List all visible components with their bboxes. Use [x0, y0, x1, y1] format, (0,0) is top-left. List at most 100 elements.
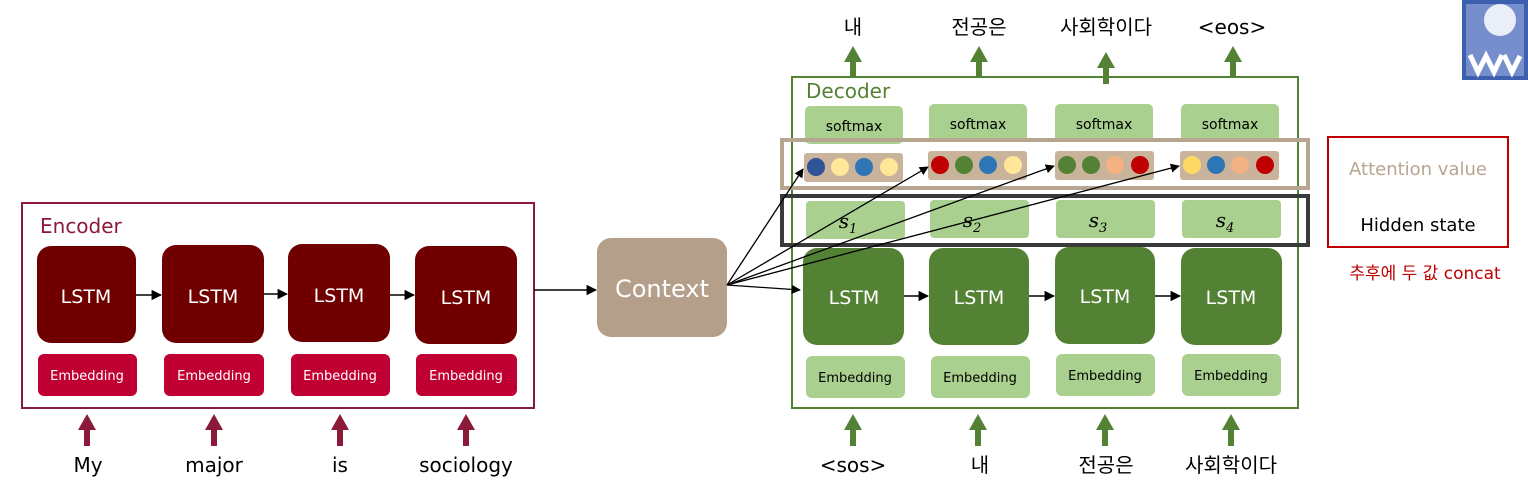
svg-text:softmax: softmax	[826, 119, 883, 135]
decoder-lstm-1: LSTM	[803, 248, 904, 345]
decoder-embedding-4: Embedding	[1182, 354, 1281, 396]
decoder-output-word-1: 내	[844, 15, 862, 39]
svg-text:s1: s1	[839, 209, 858, 237]
attention-dot	[855, 158, 873, 176]
attention-dot	[1183, 156, 1201, 174]
encoder-input-arrow-4	[457, 414, 475, 446]
decoder-embedding-1: Embedding	[806, 356, 905, 398]
decoder-input-word-4: 사회학이다	[1185, 453, 1277, 477]
decoder-embedding-3: Embedding	[1056, 354, 1155, 396]
decoder-hidden-state-4: s4	[1182, 200, 1281, 238]
decoder-output-arrow-4	[1224, 46, 1242, 78]
attention-dot	[807, 158, 825, 176]
svg-text:Embedding: Embedding	[1068, 369, 1142, 384]
decoder-lstm-4: LSTM	[1181, 248, 1282, 345]
encoder-input-word-2: major	[185, 453, 244, 477]
encoder-lstm-2: LSTM	[162, 245, 264, 343]
encoder-lstm-4: LSTM	[415, 246, 517, 344]
attention-dot	[955, 156, 973, 174]
decoder-softmax-3: softmax	[1055, 104, 1153, 142]
decoder-output-word-2: 전공은	[951, 15, 1006, 39]
attention-dot	[880, 158, 898, 176]
svg-text:LSTM: LSTM	[829, 287, 880, 309]
attention-dot	[1256, 156, 1274, 174]
encoder-title: Encoder	[40, 214, 123, 238]
encoder-input-arrow-2	[205, 414, 223, 446]
attention-value-frame	[780, 138, 1310, 190]
svg-text:LSTM: LSTM	[954, 287, 1005, 309]
decoder-output-arrow-3	[1097, 52, 1115, 84]
svg-text:Embedding: Embedding	[177, 369, 251, 384]
svg-text:LSTM: LSTM	[314, 285, 365, 307]
encoder: Encoder LSTM LSTM LSTM LSTM Embedding	[21, 202, 535, 477]
encoder-input-word-3: is	[332, 453, 348, 477]
decoder-input-word-1: <sos>	[820, 453, 887, 477]
decoder-lstm-2: LSTM	[929, 248, 1029, 345]
corner-logo	[1462, 0, 1528, 80]
svg-text:Embedding: Embedding	[50, 369, 124, 384]
attention-vector-4	[1180, 151, 1279, 180]
decoder-input-arrow-3	[1096, 414, 1114, 446]
attention-dot	[831, 158, 849, 176]
decoder-output-word-3: 사회학이다	[1060, 15, 1152, 39]
decoder-output-arrow-2	[970, 46, 988, 78]
legend-note: 추후에 두 값 concat	[1349, 264, 1501, 284]
encoder-embedding-1: Embedding	[38, 354, 137, 396]
context-to-decoder-arrows	[726, 163, 1180, 294]
decoder-output-word-4: <eos>	[1198, 15, 1266, 39]
encoder-embedding-3: Embedding	[291, 354, 390, 396]
attention-dot	[1058, 156, 1076, 174]
attention-dot	[931, 156, 949, 174]
svg-text:Embedding: Embedding	[818, 371, 892, 386]
legend-attention-label: Attention value	[1349, 159, 1487, 180]
svg-text:s2: s2	[963, 208, 982, 236]
attention-vector-1	[804, 153, 903, 182]
attention-vector-2	[928, 151, 1027, 180]
hidden-state-frame	[780, 194, 1310, 247]
attention-dot	[1082, 156, 1100, 174]
decoder-hidden-state-1: s1	[806, 201, 905, 239]
encoder-frame	[21, 202, 535, 409]
svg-text:softmax: softmax	[950, 117, 1007, 133]
svg-text:Embedding: Embedding	[943, 371, 1017, 386]
decoder-output-arrow-1	[844, 46, 862, 78]
svg-text:s3: s3	[1089, 208, 1108, 236]
svg-text:Embedding: Embedding	[429, 369, 503, 384]
decoder-softmax-2: softmax	[929, 104, 1027, 142]
encoder-input-arrow-1	[78, 414, 96, 446]
decoder-input-word-2: 내	[971, 453, 989, 477]
decoder-input-arrow-1	[844, 414, 862, 446]
attention-dot	[1207, 156, 1225, 174]
legend-frame	[1327, 136, 1509, 248]
decoder-softmax-1: softmax	[805, 106, 903, 144]
legend-hidden-label: Hidden state	[1360, 215, 1475, 236]
encoder-embedding-4: Embedding	[416, 354, 517, 396]
context-label: Context	[615, 275, 709, 303]
context-box: Context	[597, 238, 727, 337]
legend: Attention value Hidden state 추후에 두 값 con…	[1327, 136, 1509, 284]
decoder-embedding-2: Embedding	[931, 356, 1030, 398]
decoder-title: Decoder	[806, 79, 891, 103]
decoder-softmax-4: softmax	[1181, 104, 1279, 142]
svg-text:Embedding: Embedding	[303, 369, 377, 384]
svg-text:LSTM: LSTM	[1080, 286, 1131, 308]
attention-dot	[1131, 156, 1149, 174]
svg-text:LSTM: LSTM	[188, 286, 239, 308]
attention-dot	[1106, 156, 1124, 174]
decoder-hidden-state-3: s3	[1056, 200, 1155, 238]
decoder-input-word-3: 전공은	[1078, 453, 1133, 477]
decoder-lstm-3: LSTM	[1055, 247, 1155, 344]
encoder-input-word-4: sociology	[419, 453, 513, 477]
encoder-input-word-1: My	[73, 453, 102, 477]
decoder-frame	[791, 76, 1299, 409]
decoder-input-arrow-4	[1222, 414, 1240, 446]
decoder-input-arrow-2	[969, 414, 987, 446]
encoder-lstm-1: LSTM	[37, 246, 136, 343]
attention-dot	[979, 156, 997, 174]
attention-vector-3	[1055, 151, 1154, 180]
svg-text:LSTM: LSTM	[1206, 287, 1257, 309]
attention-dot	[1231, 156, 1249, 174]
svg-text:softmax: softmax	[1076, 117, 1133, 133]
attention-dot	[1004, 156, 1022, 174]
